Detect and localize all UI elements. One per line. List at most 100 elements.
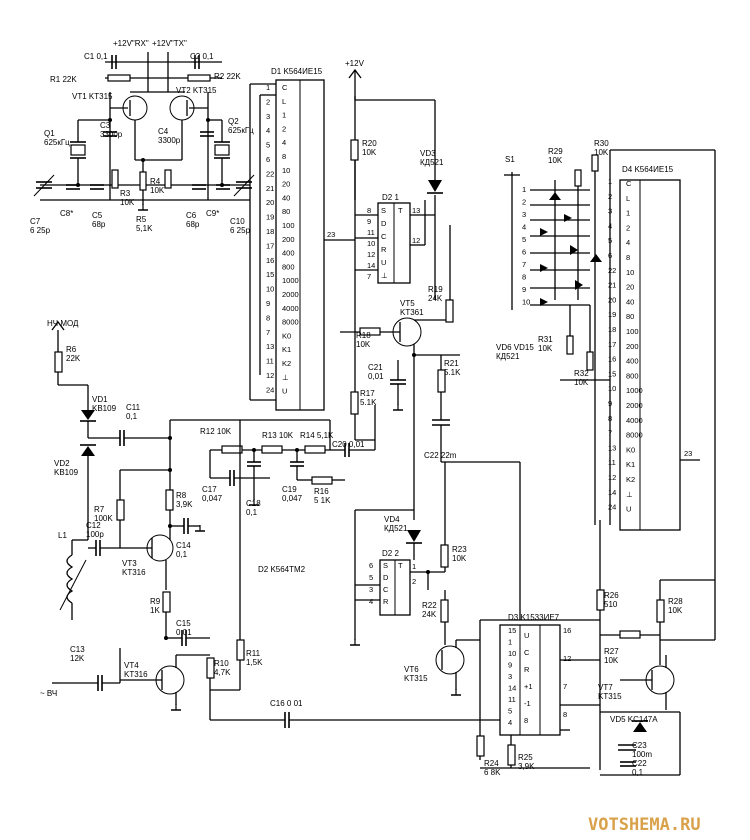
label-c9: C9* bbox=[206, 209, 219, 218]
labels: +12V"RX" +12V"TX" +12V C1 0,1 C2 0,1 R1 … bbox=[40, 39, 701, 835]
d4-fn-14: 1000 bbox=[626, 386, 643, 395]
d4-out-pin: 23 bbox=[684, 449, 692, 458]
label-c2: C2 0,1 bbox=[190, 52, 214, 61]
d22-fn-2: C bbox=[383, 585, 389, 594]
d1-pin-11: 17 bbox=[266, 241, 274, 250]
d1-fn-13: 800 bbox=[282, 262, 295, 271]
d4-fn-8: 40 bbox=[626, 297, 634, 306]
d21-pin-6: 7 bbox=[367, 272, 371, 281]
d4-fn-21: ⊥ bbox=[626, 490, 633, 499]
d22-fn-1: D bbox=[383, 573, 389, 582]
d22-nq: 2 bbox=[412, 577, 416, 586]
d4-fn-12: 400 bbox=[626, 357, 639, 366]
d4-fn-13: 800 bbox=[626, 371, 639, 380]
d22-fn-0: S bbox=[383, 561, 388, 570]
ic-d1 bbox=[275, 79, 355, 411]
d1-fn-3: 2 bbox=[282, 124, 286, 133]
d1-pin-9: 19 bbox=[266, 213, 274, 222]
label-supply-tx: +12V"TX" bbox=[152, 39, 187, 48]
d22-pin-1: 5 bbox=[369, 573, 373, 582]
d1-pin-6: 22 bbox=[266, 169, 274, 178]
d3-fn-1: C bbox=[524, 648, 530, 657]
d3-pin-4: 3 bbox=[508, 672, 512, 681]
d1-fn-10: 100 bbox=[282, 221, 295, 230]
d1-fn-19: K1 bbox=[282, 345, 291, 354]
d4-fn-1: L bbox=[626, 194, 630, 203]
d1-fn-4: 4 bbox=[282, 138, 286, 147]
label-vt2: VT2 KT315 bbox=[176, 86, 217, 95]
d1-pin-5: 6 bbox=[266, 155, 270, 164]
d21-pin-5: 14 bbox=[367, 261, 375, 270]
d3-fn-5: 8 bbox=[524, 716, 528, 725]
d1-pin-1: 2 bbox=[266, 97, 270, 106]
d4-pin-2: 3 bbox=[608, 207, 612, 216]
label-vt1: VT1 KT315 bbox=[72, 92, 113, 101]
d1-pin-7: 21 bbox=[266, 184, 274, 193]
d3-pin-1: 1 bbox=[508, 638, 512, 647]
s1-pos-1: 2 bbox=[522, 198, 526, 207]
d1-pin-3: 4 bbox=[266, 126, 270, 135]
c16-line bbox=[210, 712, 480, 728]
d1-pin-20: 12 bbox=[266, 371, 274, 380]
label-d2-caption: D2 K564TM2 bbox=[258, 565, 306, 574]
d1-pin-0: 1 bbox=[266, 83, 270, 92]
d4-fn-3: 2 bbox=[626, 223, 630, 232]
d1-fn-6: 10 bbox=[282, 166, 290, 175]
s1-pos-6: 7 bbox=[522, 260, 526, 269]
s1-pos-0: 1 bbox=[522, 185, 526, 194]
d4-pin-7: 21 bbox=[608, 281, 616, 290]
s1-pos-8: 9 bbox=[522, 285, 526, 294]
vt5-block bbox=[340, 225, 460, 520]
label-c8: C8* bbox=[60, 209, 73, 218]
label-d2-2: D2 2 bbox=[382, 549, 399, 558]
d22-pin-0: 6 bbox=[369, 561, 373, 570]
d4-fn-20: K2 bbox=[626, 475, 635, 484]
label-c22: C22 22m bbox=[424, 451, 457, 460]
d3-pin-3: 9 bbox=[508, 661, 512, 670]
d4-fn-7: 20 bbox=[626, 283, 634, 292]
d21-pin-0: 8 bbox=[367, 206, 371, 215]
s1-pos-5: 6 bbox=[522, 248, 526, 257]
d4-pin-11: 17 bbox=[608, 340, 616, 349]
d3-fn-4: -1 bbox=[524, 699, 531, 708]
d3-pin-5: 14 bbox=[508, 684, 516, 693]
d4-pin-22: 24 bbox=[608, 503, 616, 512]
d1-fn-11: 200 bbox=[282, 235, 295, 244]
ic-d4 bbox=[594, 149, 715, 531]
switch-s1 bbox=[504, 154, 610, 381]
d4-pin-4: 5 bbox=[608, 236, 612, 245]
d21-fn-4: U bbox=[381, 258, 386, 267]
label-d2-1: D2 1 bbox=[382, 193, 399, 202]
d4-pin-3: 4 bbox=[608, 221, 612, 230]
d3-pin-2: 10 bbox=[508, 649, 516, 658]
d1-pin-13: 15 bbox=[266, 270, 274, 279]
d3-pin-0: 15 bbox=[508, 626, 516, 635]
d4-pin-15: 9 bbox=[608, 399, 612, 408]
d4-fn-4: 4 bbox=[626, 238, 630, 247]
